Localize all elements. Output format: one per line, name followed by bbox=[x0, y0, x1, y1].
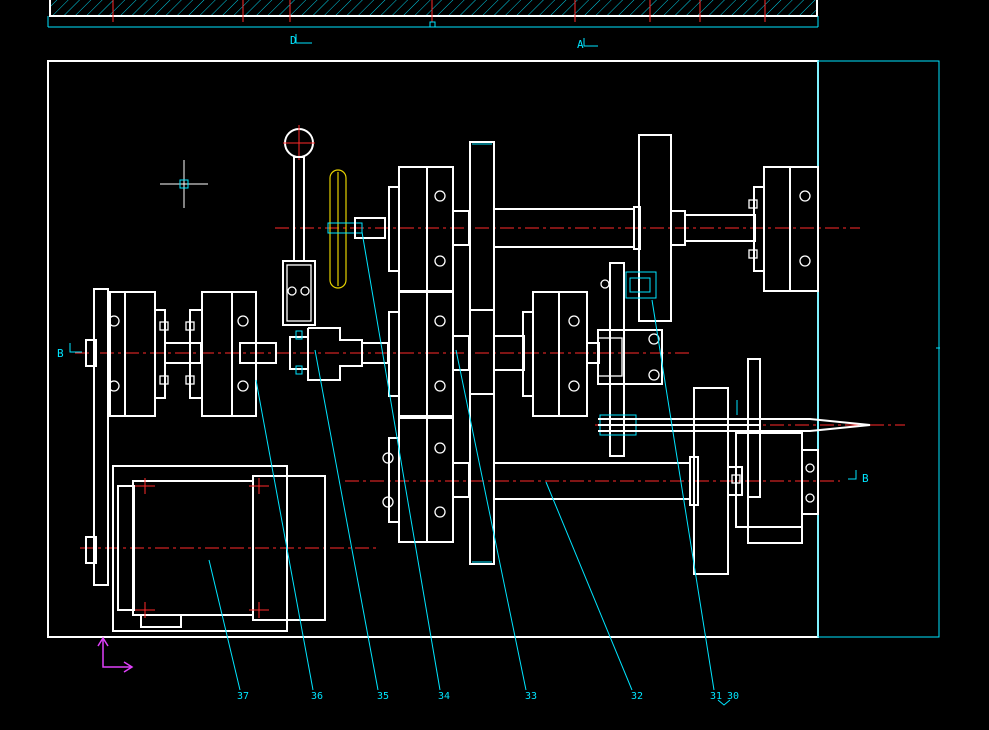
part-label-30: 30 bbox=[727, 691, 739, 702]
part-label-33: 33 bbox=[525, 691, 537, 702]
section-mark-top-left: D bbox=[290, 34, 297, 47]
center-lines bbox=[75, 227, 905, 549]
section-mark-right: B bbox=[862, 472, 869, 485]
part-label-37: 37 bbox=[237, 691, 249, 702]
side-view-frame bbox=[817, 60, 940, 638]
shift-fork-assembly bbox=[597, 262, 871, 498]
section-mark-top-right: A bbox=[577, 38, 584, 51]
part-label-36: 36 bbox=[311, 691, 323, 702]
bearing-block-left-1 bbox=[108, 291, 202, 417]
part-label-31: 31 bbox=[710, 691, 722, 702]
part-label-32: 32 bbox=[631, 691, 643, 702]
hand-wheel bbox=[327, 169, 386, 289]
part-label-35: 35 bbox=[377, 691, 389, 702]
left-pulley bbox=[85, 288, 109, 586]
shaft-coupling bbox=[239, 327, 389, 381]
base-plate-outline bbox=[47, 60, 819, 638]
bearing-block-left-2 bbox=[185, 291, 257, 417]
middle-right-shaft bbox=[493, 291, 600, 417]
crosshair-cursor bbox=[160, 160, 208, 208]
bearing-block-lower bbox=[382, 417, 470, 543]
bearing-block-upper-right bbox=[748, 166, 819, 292]
section-mark-left: B bbox=[57, 347, 64, 360]
top-section-view bbox=[47, 0, 819, 28]
part-label-34: 34 bbox=[438, 691, 450, 702]
part-number-labels: 37 36 35 34 33 32 31 30 bbox=[237, 691, 739, 702]
lower-shaft bbox=[493, 387, 743, 575]
ucs-icon bbox=[97, 636, 134, 673]
electric-motor bbox=[112, 465, 326, 632]
leader-lines bbox=[208, 231, 731, 706]
lever-handle bbox=[282, 125, 316, 326]
bearing-block-upper bbox=[388, 166, 470, 292]
bearing-block-lower-right bbox=[731, 432, 819, 544]
